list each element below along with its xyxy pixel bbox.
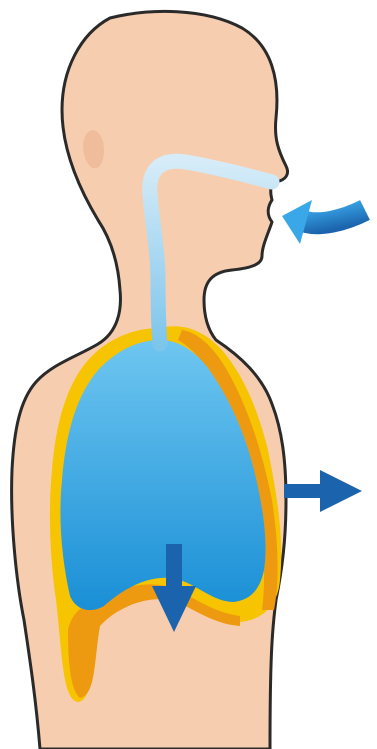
curved-arrow-icon: [282, 200, 365, 244]
arrow-right-icon: [284, 470, 362, 512]
